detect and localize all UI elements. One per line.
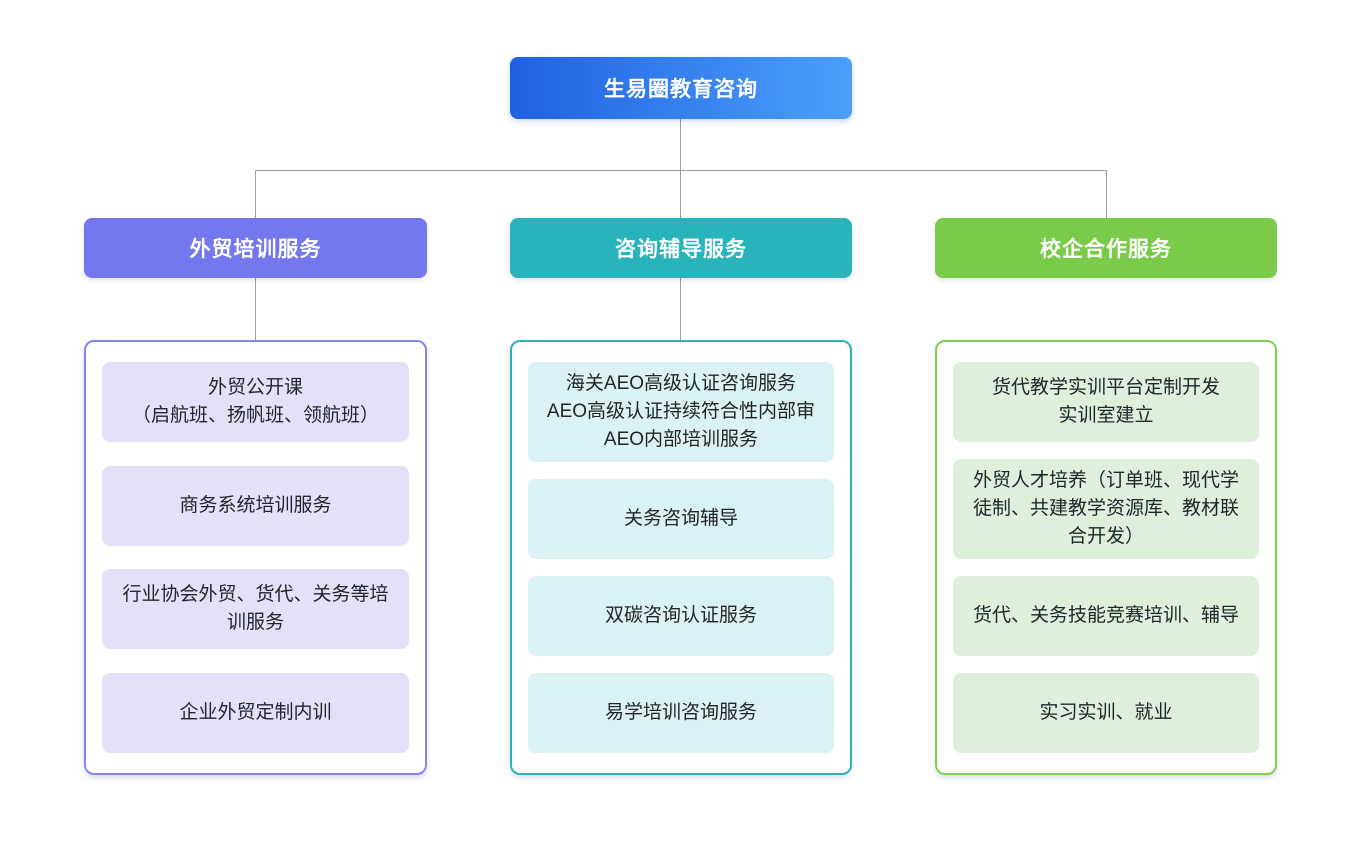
branch-box-school-enterprise: 货代教学实训平台定制开发 实训室建立 外贸人才培养（订单班、现代学徒制、共建教学… [935, 340, 1277, 775]
branch-header-label: 外贸培训服务 [189, 238, 322, 261]
connector-drop-left [255, 170, 256, 218]
branch-box-trade-training: 外贸公开课 （启航班、扬帆班、领航班） 商务系统培训服务 行业协会外贸、货代、关… [84, 340, 427, 775]
service-item: 行业协会外贸、货代、关务等培训服务 [102, 569, 409, 650]
service-item: 实习实训、就业 [953, 673, 1259, 753]
branch-header-label: 校企合作服务 [1040, 238, 1172, 261]
connector-branch1-down [255, 278, 256, 340]
service-item-label: 关务咨询辅导 [623, 508, 738, 529]
service-item-label: 海关AEO高级认证咨询服务 AEO高级认证持续符合性内部审 AEO内部培训服务 [546, 373, 816, 450]
service-item-label: 易学培训咨询服务 [604, 702, 757, 723]
service-item-label: 商务系统培训服务 [179, 494, 332, 516]
service-item: 双碳咨询认证服务 [528, 576, 834, 656]
service-item-label: 货代教学实训平台定制开发 实训室建立 [991, 377, 1220, 426]
branch-header-trade-training: 外贸培训服务 [84, 218, 427, 278]
service-item-label: 企业外贸定制内训 [179, 701, 332, 723]
service-item: 外贸公开课 （启航班、扬帆班、领航班） [102, 362, 409, 442]
service-item-label: 行业协会外贸、货代、关务等培训服务 [122, 584, 389, 634]
service-item: 商务系统培训服务 [102, 465, 409, 546]
root-node-label: 生易圈教育咨询 [604, 78, 758, 101]
service-item-label: 双碳咨询认证服务 [604, 605, 757, 626]
branch-header-consulting: 咨询辅导服务 [510, 218, 852, 278]
branch-header-label: 咨询辅导服务 [615, 238, 747, 261]
service-item-label: 货代、关务技能竞赛培训、辅导 [972, 605, 1239, 626]
connector-drop-middle [680, 170, 681, 218]
service-item: 货代教学实训平台定制开发 实训室建立 [953, 362, 1259, 442]
service-item: 易学培训咨询服务 [528, 673, 834, 753]
connector-branch2-down [680, 278, 681, 340]
service-item: 外贸人才培养（订单班、现代学徒制、共建教学资源库、教材联合开发） [953, 459, 1259, 559]
connector-rail [255, 170, 1107, 171]
branch-box-consulting: 海关AEO高级认证咨询服务 AEO高级认证持续符合性内部审 AEO内部培训服务 … [510, 340, 852, 775]
service-item-label: 外贸公开课 （启航班、扬帆班、领航班） [131, 377, 379, 426]
root-node: 生易圈教育咨询 [510, 57, 852, 119]
service-item: 货代、关务技能竞赛培训、辅导 [953, 576, 1259, 656]
service-item: 关务咨询辅导 [528, 479, 834, 559]
service-item: 企业外贸定制内训 [102, 672, 409, 753]
connector-drop-right [1106, 170, 1107, 218]
service-item-label: 实习实训、就业 [1039, 702, 1173, 723]
connector-root-down [680, 119, 681, 170]
service-item: 海关AEO高级认证咨询服务 AEO高级认证持续符合性内部审 AEO内部培训服务 [528, 362, 834, 462]
service-item-label: 外贸人才培养（订单班、现代学徒制、共建教学资源库、教材联合开发） [972, 470, 1239, 547]
branch-header-school-enterprise: 校企合作服务 [935, 218, 1277, 278]
